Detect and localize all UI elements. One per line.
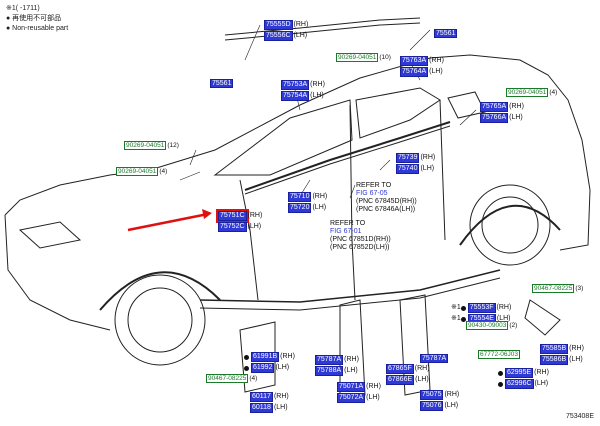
part-75739: 75739(RH) 75740(LH)	[396, 153, 436, 174]
bolt-code[interactable]: 90269-04051	[506, 88, 549, 97]
part-code-highlighted[interactable]: 75751C	[216, 209, 249, 223]
part-75751: 75751C(RH) 75752C(LH)	[216, 209, 263, 232]
bolt-code[interactable]: 90269-04051	[116, 167, 159, 176]
part-code[interactable]: 75764A	[400, 67, 429, 77]
bolt-code[interactable]: 67772-06J03	[478, 350, 520, 359]
bolt-label-6: 90430-09003(2)	[466, 321, 518, 330]
part-75763: 75763A(RH) 75764A(LH)	[400, 56, 444, 77]
part-code[interactable]: 75585B	[540, 344, 569, 354]
part-code[interactable]: 75075	[420, 390, 444, 400]
part-60117: 60117(RH) 60118(LH)	[250, 392, 289, 413]
figure-link[interactable]: FIG 67-01	[330, 228, 362, 235]
part-code[interactable]: 75740	[396, 164, 420, 174]
non-reusable-icon	[498, 370, 503, 376]
non-reusable-icon	[460, 316, 466, 322]
part-75787-left: 75787A(RH) 75788A(LH)	[315, 355, 359, 376]
reference-note-2: REFER TO FIG 67-01 (PNC 67851D(RH)) (PNC…	[330, 220, 391, 251]
part-code[interactable]: 60118	[250, 403, 273, 413]
part-code[interactable]: 75739	[396, 153, 420, 163]
red-arrow	[127, 209, 212, 232]
part-code[interactable]: 75556C	[264, 31, 293, 41]
part-75561-left: 75561	[210, 79, 234, 88]
part-61991: 61991B(RH) 61992(LH)	[244, 352, 295, 373]
part-code[interactable]: 61992	[251, 363, 275, 373]
part-code[interactable]: 62996C	[505, 379, 534, 389]
bolt-code[interactable]: 90467-08225	[206, 374, 249, 383]
bolt-label-2: 90269-04051(4)	[506, 88, 558, 97]
legend: ※1( -1711) ● 再使用不可部品 ● Non-reusable part	[6, 4, 68, 34]
part-75071: 75071A(RH) 75072A(LH)	[337, 382, 381, 403]
part-67865: 67865F(RH) 67866E(LH)	[386, 364, 430, 385]
bolt-code[interactable]: 90467-08225	[532, 284, 575, 293]
part-code[interactable]: 75561	[434, 29, 458, 38]
part-code[interactable]: 75710	[288, 192, 312, 202]
part-code[interactable]: 67865F	[386, 364, 414, 374]
reference-note-1: REFER TO FIG 67-05 (PNC 67845D(RH)) (PNC…	[356, 182, 417, 213]
non-reusable-icon	[244, 365, 249, 371]
non-reusable-icon	[460, 305, 466, 311]
part-code[interactable]: 75561	[210, 79, 234, 88]
bolt-label-8: 90467-08225(3)	[532, 284, 584, 293]
part-code[interactable]: 75553F	[467, 303, 496, 313]
part-code[interactable]: 61991B	[251, 352, 280, 362]
part-code[interactable]: 75555D	[264, 20, 293, 30]
part-code[interactable]: 75787A	[315, 355, 344, 365]
bolt-label-7: 67772-06J03	[478, 350, 521, 359]
bolt-label-4: 90269-04051(4)	[116, 167, 168, 176]
part-code[interactable]: 75076	[420, 401, 444, 411]
bolt-label-5: 90467-08225(4)	[206, 374, 258, 383]
part-code[interactable]: 62995E	[505, 368, 534, 378]
part-code[interactable]: 75754A	[281, 91, 310, 101]
part-code[interactable]: 75766A	[480, 113, 509, 123]
legend-item-jp: ● 再使用不可部品	[6, 15, 62, 22]
legend-item-en: ● Non-reusable part	[6, 25, 69, 32]
part-75561-right: 75561	[434, 29, 458, 38]
part-code[interactable]: 60117	[250, 392, 273, 402]
part-75555: 75555D(RH) 75556C(LH)	[264, 20, 309, 41]
part-75585: 75585B(RH) 75586B(LH)	[540, 344, 584, 365]
diagram-id: 753408E	[565, 413, 594, 420]
part-75765: 75765A(RH) 75766A(LH)	[480, 102, 524, 123]
bolt-code[interactable]: 90269-04051	[336, 53, 379, 62]
part-code[interactable]: 75788A	[315, 366, 344, 376]
part-code[interactable]: 75753A	[281, 80, 310, 90]
part-75710: 75710(RH) 75720(LH)	[288, 192, 328, 213]
bolt-code[interactable]: 90269-04051	[124, 141, 167, 150]
bolt-label-1: 90269-04051(10)	[336, 53, 391, 62]
legend-title: ※1( -1711)	[6, 5, 40, 12]
part-code[interactable]: 75586B	[540, 355, 569, 365]
part-75787-right: 75787A	[420, 354, 449, 363]
part-code[interactable]: 75765A	[480, 102, 509, 112]
figure-link[interactable]: FIG 67-05	[356, 190, 388, 197]
part-code[interactable]: 75787A	[420, 354, 449, 363]
part-75075: 75075(RH) 75076(LH)	[420, 390, 460, 411]
part-code[interactable]: 75072A	[337, 393, 366, 403]
part-code[interactable]: 75763A	[400, 56, 429, 66]
part-code[interactable]: 67866E	[386, 375, 415, 385]
bolt-code[interactable]: 90430-09003	[466, 321, 509, 330]
non-reusable-icon	[498, 381, 503, 387]
bolt-label-3: 90269-04051(12)	[124, 141, 179, 150]
part-code[interactable]: 75720	[288, 203, 312, 213]
part-code[interactable]: 75071A	[337, 382, 366, 392]
part-code[interactable]: 75752C	[218, 222, 247, 232]
part-75753: 75753A(RH) 75754A(LH)	[281, 80, 325, 101]
part-62995: 62995E(RH) 62996C(LH)	[498, 368, 549, 389]
non-reusable-icon	[244, 354, 249, 360]
